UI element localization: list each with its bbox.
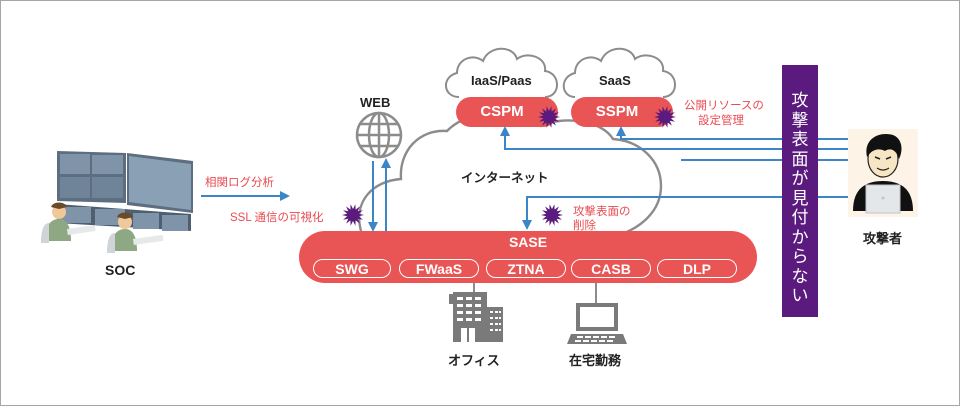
- saas-label: SaaS: [599, 73, 631, 88]
- office-label: オフィス: [448, 353, 500, 368]
- public-resource-config-line1: 公開リソースの: [684, 100, 764, 112]
- globe-icon: [355, 111, 403, 159]
- barrier-char: か: [791, 227, 809, 247]
- sase-component-casb: CASB: [571, 259, 651, 278]
- barrier-char: な: [791, 266, 809, 286]
- sspm-attack-burst-icon: [654, 106, 676, 128]
- attacker-label: 攻撃者: [863, 231, 903, 246]
- cspm-label: CSPM: [480, 103, 524, 120]
- sspm-pill: [571, 97, 673, 127]
- barrier-char: 攻: [791, 91, 809, 110]
- attacker-illustration: [848, 129, 918, 217]
- barrier-char: 表: [791, 130, 809, 149]
- barrier-label: 攻撃表面が見付からない: [782, 91, 818, 306]
- cspm-pill: [456, 97, 558, 127]
- soc-label: SOC: [105, 262, 136, 278]
- iaas-paas-label: IaaS/Paas: [471, 73, 532, 88]
- barrier-char: 撃: [791, 110, 809, 130]
- barrier-char: 付: [791, 208, 809, 227]
- office-building-icon: [449, 292, 503, 342]
- saas-cloud-outline: [562, 47, 676, 98]
- attacker-to-sase-line: [522, 196, 861, 230]
- sase-attack-burst-icon: [541, 204, 563, 226]
- attack-surface-hidden-barrier: 攻撃表面が見付からない: [782, 65, 818, 317]
- ssl-visibility-label: SSL 通信の可視化: [230, 212, 324, 224]
- laptop-icon: [567, 303, 627, 344]
- ssl-attack-burst-icon: [342, 204, 364, 226]
- attacker-to-cspm-line: [500, 126, 861, 150]
- internet-label: インターネット: [461, 171, 549, 185]
- attack-surface-removal-line2: 削除: [573, 220, 596, 232]
- attacker-to-sspm-line: [616, 126, 861, 140]
- cspm-attack-burst-icon: [538, 106, 560, 128]
- sase-label: SASE: [508, 234, 548, 250]
- sase-component-ztna: ZTNA: [486, 259, 566, 278]
- public-resource-config-line2: 設定管理: [698, 115, 744, 127]
- sase-component-swg: SWG: [313, 259, 391, 278]
- correlation-log-label: 相関ログ分析: [205, 177, 274, 189]
- barrier-char: ら: [791, 247, 809, 266]
- sase-component-fwaas: FWaaS: [399, 259, 479, 278]
- iaas-cloud-outline: [445, 47, 558, 98]
- barrier-char: い: [791, 286, 809, 305]
- sase-component-dlp: DLP: [657, 259, 737, 278]
- barrier-char: 面: [791, 149, 809, 169]
- barrier-char: 見: [791, 188, 809, 208]
- remote-work-label: 在宅勤務: [569, 353, 622, 368]
- barrier-char: が: [791, 169, 809, 188]
- soc-illustration: [41, 151, 193, 253]
- attack-surface-removal-line1: 攻撃表面の: [573, 206, 631, 218]
- web-label: WEB: [360, 95, 391, 110]
- sspm-label: SSPM: [595, 103, 639, 120]
